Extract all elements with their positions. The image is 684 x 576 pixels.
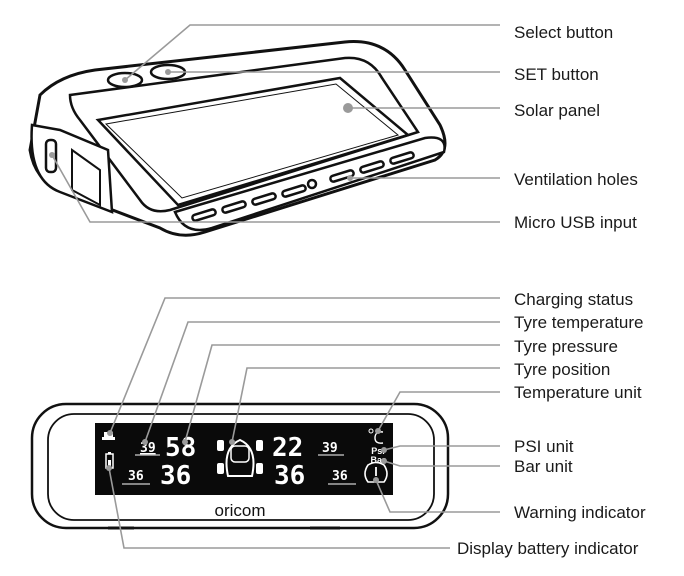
rear-right-temperature: 36 — [332, 469, 348, 484]
solar-panel — [95, 76, 411, 207]
label-warning-indicator: Warning indicator — [514, 503, 646, 522]
lcd-screen — [95, 423, 393, 495]
rear-left-pressure: 36 — [160, 461, 191, 491]
tpms-display-unit: oricom — [30, 402, 450, 530]
label-tyre-temperature: Tyre temperature — [514, 313, 644, 332]
front-left-pressure: 58 — [165, 433, 196, 463]
label-charging-status: Charging status — [514, 290, 634, 309]
label-tyre-pressure: Tyre pressure — [514, 337, 618, 356]
label-set-button: SET button — [514, 65, 599, 84]
tyre-position-icon — [217, 438, 263, 477]
tpms-receiver-device — [28, 40, 447, 237]
display-leader-lines — [106, 297, 500, 549]
psi-unit-label: Psi — [371, 446, 385, 456]
label-psi-unit: PSI unit — [514, 437, 574, 456]
rear-right-pressure: 36 — [274, 461, 305, 491]
label-bar-unit: Bar unit — [514, 457, 573, 476]
label-tyre-position: Tyre position — [514, 360, 611, 379]
ventilation-slots — [191, 151, 415, 222]
label-solar-panel: Solar panel — [514, 101, 601, 120]
brand-logo: oricom — [214, 501, 265, 520]
solar-panel-inner — [104, 83, 400, 199]
rear-left-temperature: 36 — [128, 469, 144, 484]
device-leader-lines — [49, 24, 500, 223]
label-micro-usb-input: Micro USB input — [514, 213, 637, 232]
bar-unit-label: Bar — [370, 455, 386, 465]
label-ventilation-holes: Ventilation holes — [514, 170, 638, 189]
front-right-pressure: 22 — [272, 433, 303, 463]
front-right-temperature: 39 — [322, 441, 338, 456]
label-select-button: Select button — [514, 23, 614, 42]
lcd-content: 39 58 22 39 Psi Bar 36 36 36 36 — [102, 428, 388, 491]
side-recess — [71, 148, 101, 207]
label-temperature-unit: Temperature unit — [514, 383, 642, 402]
label-display-battery-indicator: Display battery indicator — [457, 539, 639, 558]
